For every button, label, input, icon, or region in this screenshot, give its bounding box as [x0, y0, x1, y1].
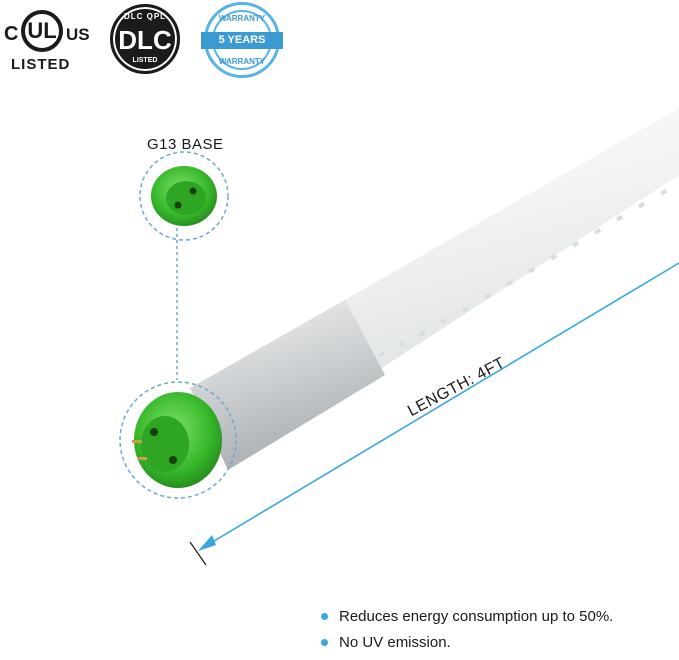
pin-socket-bottom: [169, 456, 177, 464]
length-end-tick: [189, 541, 207, 566]
end-cap-detail-ring: [119, 381, 237, 499]
ul-listed-text: LISTED: [11, 56, 71, 73]
g13-socket-left: [174, 201, 182, 209]
feature-text: No UV emission.: [339, 634, 451, 651]
bullet-dot-icon: [321, 613, 328, 620]
feature-list: Reduces energy consumption up to 50%. No…: [320, 608, 613, 660]
g13-detail-ring: [139, 151, 229, 241]
ul-c-mark: C: [4, 23, 19, 45]
bullet-dot-icon: [321, 639, 328, 646]
led-chip-row: [377, 189, 668, 358]
feature-item: Reduces energy consumption up to 50%.: [320, 608, 613, 634]
dlc-bottom-text: LISTED: [132, 57, 158, 64]
tube-aluminum-end: [190, 300, 385, 470]
length-arrow-head: [198, 535, 216, 551]
feature-text: Reduces energy consumption up to 50%.: [339, 608, 614, 625]
ul-circle-mark: UL: [21, 10, 63, 52]
g13-base-face: [166, 181, 206, 215]
g13-pin-top: [132, 440, 142, 443]
dlc-main-text: DLC: [118, 25, 172, 55]
dlc-top-text: DLC QPL: [123, 12, 167, 21]
ul-listed-logo: C UL US LISTED: [4, 4, 92, 78]
pin-socket-top: [150, 428, 158, 436]
ul-us-mark: US: [66, 25, 90, 44]
warranty-bottom-text: WARRANTY: [218, 57, 266, 66]
g13-pin-bottom: [137, 457, 147, 460]
warranty-years-ribbon: 5 YEARS: [201, 32, 283, 49]
length-dimension-line: [203, 262, 679, 548]
g13-socket-right: [189, 187, 197, 195]
dlc-qpl-logo: DLC QPL DLC LISTED: [110, 4, 180, 74]
g13-base-label: G13 BASE: [147, 136, 224, 153]
feature-item: No UV emission.: [320, 634, 613, 660]
warranty-top-text: WARRANTY: [218, 14, 266, 23]
end-cap-face: [141, 416, 189, 472]
warranty-seal: WARRANTY 5 YEARS WARRANTY: [201, 2, 283, 78]
